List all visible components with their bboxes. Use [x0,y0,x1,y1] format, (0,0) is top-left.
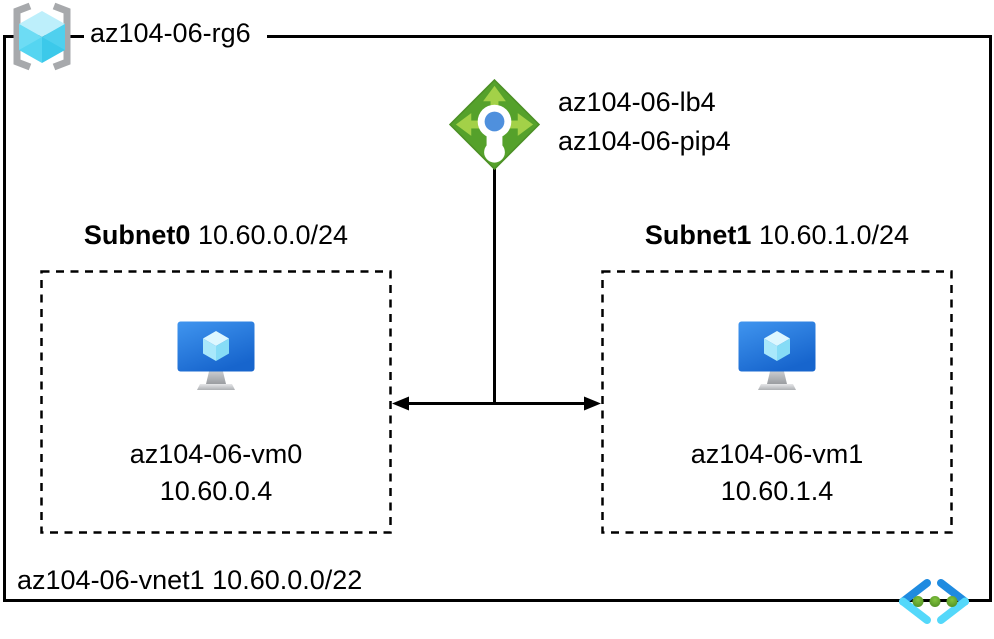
load-balancer-icon [448,78,541,171]
virtual-machine-icon [177,321,255,390]
vnet-cidr: 10.60.0.0/22 [212,565,363,595]
load-balancer-labels: az104-06-lb4 az104-06-pip4 [558,83,731,161]
vm0-label: az104-06-vm0 10.60.0.4 [41,436,391,510]
vm1-label: az104-06-vm1 10.60.1.4 [602,436,952,510]
vm1-name: az104-06-vm1 [690,439,864,469]
arrowhead-right-icon [584,396,601,411]
vm0-name: az104-06-vm0 [129,439,303,469]
resource-group-border [3,35,992,602]
public-ip-name: az104-06-pip4 [558,126,731,156]
subnet1-name: Subnet1 [644,220,752,250]
subnet0-name: Subnet0 [83,220,191,250]
arrowhead-left-icon [392,396,409,411]
resource-group-icon [13,2,71,71]
subnet0-cidr: 10.60.0.0/24 [197,220,349,250]
resource-group-label: az104-06-rg6 [84,15,267,52]
vm1-ip: 10.60.1.4 [720,476,834,506]
vm0-ip: 10.60.0.4 [159,476,273,506]
virtual-machine-icon [738,321,816,390]
load-balancer-name: az104-06-lb4 [558,87,716,117]
virtual-network-icon [899,579,969,624]
subnet1-border [601,270,953,534]
subnet1-cidr: 10.60.1.0/24 [758,220,910,250]
subnet1-label: Subnet1 10.60.1.0/24 [602,218,952,252]
vnet-label: az104-06-vnet1 10.60.0.0/22 [17,564,362,597]
subnet0-border [40,270,392,534]
subnet0-label: Subnet0 10.60.0.0/24 [41,218,391,252]
vnet-name: az104-06-vnet1 [17,565,205,595]
